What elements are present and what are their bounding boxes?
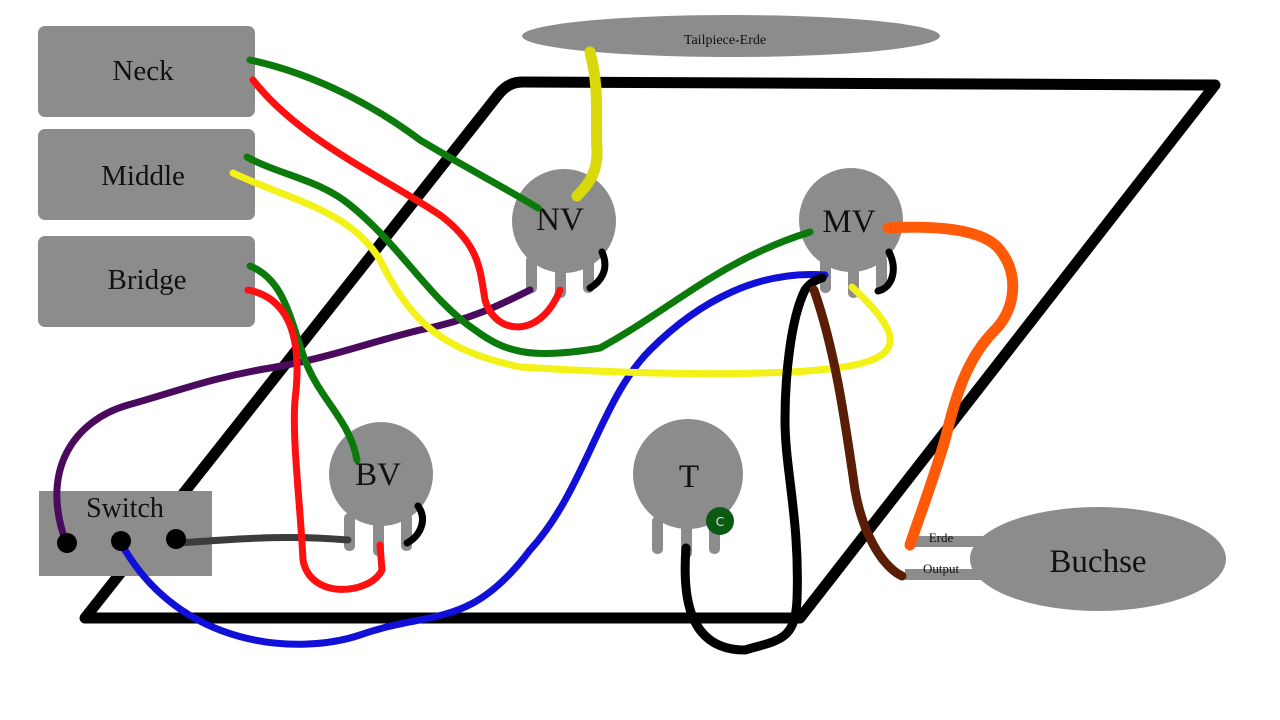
pot-master-volume-label: MV xyxy=(822,204,875,240)
wire-nv-ground xyxy=(586,248,609,292)
pickup-neck-label: Neck xyxy=(112,55,174,87)
wire-tone-ground xyxy=(680,273,827,655)
pot-tone: T C xyxy=(633,419,743,558)
pickup-neck: Neck xyxy=(38,26,255,117)
jack-output-lug xyxy=(905,569,995,580)
wire-tailpiece-yellow xyxy=(571,46,603,202)
jack-ground-label: Erde xyxy=(929,530,954,545)
pot-lug xyxy=(876,255,887,293)
switch-lug xyxy=(166,529,186,549)
wire-blue xyxy=(117,270,829,648)
pickup-bridge-box xyxy=(38,236,255,327)
jack-output-label: Output xyxy=(923,561,960,576)
wire-mv-ground xyxy=(874,248,897,295)
jack-label: Buchse xyxy=(1049,544,1146,580)
pot-lug xyxy=(526,255,537,293)
pot-master-volume: MV xyxy=(799,168,903,298)
capacitor-label: C xyxy=(716,515,724,529)
pot-lug xyxy=(344,513,355,551)
pot-tone-label: T xyxy=(679,459,699,495)
tailpiece-label: Tailpiece-Erde xyxy=(684,33,766,48)
pot-neck-volume-label: NV xyxy=(536,202,584,238)
pickup-neck-box xyxy=(38,26,255,117)
wire-purple xyxy=(53,286,534,549)
pickup-middle: Middle xyxy=(38,129,255,220)
tailpiece-ellipse xyxy=(522,15,940,57)
wire-bridge-green xyxy=(246,262,361,464)
pot-body xyxy=(799,168,903,272)
pot-lug xyxy=(652,516,663,554)
jack-body xyxy=(970,507,1226,611)
switch-lug xyxy=(57,533,77,553)
switch-lug xyxy=(111,531,131,551)
output-jack: Buchse Erde Output xyxy=(905,507,1226,611)
pickup-bridge: Bridge xyxy=(38,236,255,327)
wire-brown xyxy=(809,285,907,581)
switch-label: Switch xyxy=(86,493,164,524)
pickup-middle-label: Middle xyxy=(101,160,185,192)
tailpiece-ground: Tailpiece-Erde xyxy=(522,15,940,57)
pot-bridge-volume-label: BV xyxy=(355,457,401,493)
wire-neck-red xyxy=(249,76,564,331)
pot-body xyxy=(633,419,743,529)
wire-dark-gray xyxy=(172,533,352,547)
pickup-middle-box xyxy=(38,129,255,220)
wire-orange xyxy=(882,221,1019,551)
pot-body xyxy=(512,169,616,273)
wire-neck-green xyxy=(246,56,542,212)
jack-ground-lug xyxy=(910,536,998,547)
capacitor xyxy=(706,507,734,535)
wire-bv-ground xyxy=(403,502,426,547)
pot-neck-volume: NV xyxy=(512,169,616,298)
pickup-bridge-label: Bridge xyxy=(108,264,187,296)
wire-middle-yellow xyxy=(229,169,894,378)
wire-bridge-red xyxy=(244,286,386,593)
body-outline xyxy=(79,76,1221,624)
wire-middle-green xyxy=(243,153,814,358)
